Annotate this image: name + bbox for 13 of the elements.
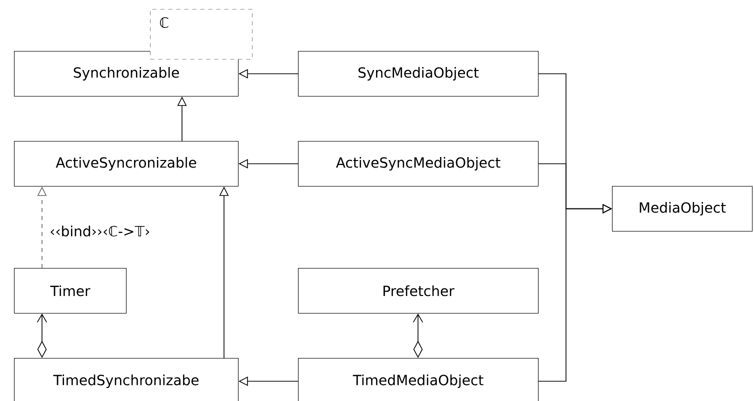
class-box: TimedSynchronizabe — [14, 358, 239, 401]
aggregation-arrow — [412, 314, 424, 358]
class-box: Timer — [14, 268, 127, 314]
class-box: MediaObject — [612, 186, 753, 232]
class-box: TimedMediaObject — [298, 358, 539, 401]
class-box: ActiveSyncronizable — [14, 141, 239, 187]
class-box: SyncMediaObject — [298, 51, 539, 97]
template-parameter-box: ℂ — [150, 9, 253, 60]
class-box: Prefetcher — [298, 268, 539, 314]
class-box: Synchronizable — [14, 51, 239, 97]
aggregation-arrow — [36, 314, 48, 358]
class-box: ActiveSyncMediaObject — [298, 141, 539, 187]
edge-label: ‹‹bind››‹ℂ->𝕋› — [48, 224, 152, 238]
